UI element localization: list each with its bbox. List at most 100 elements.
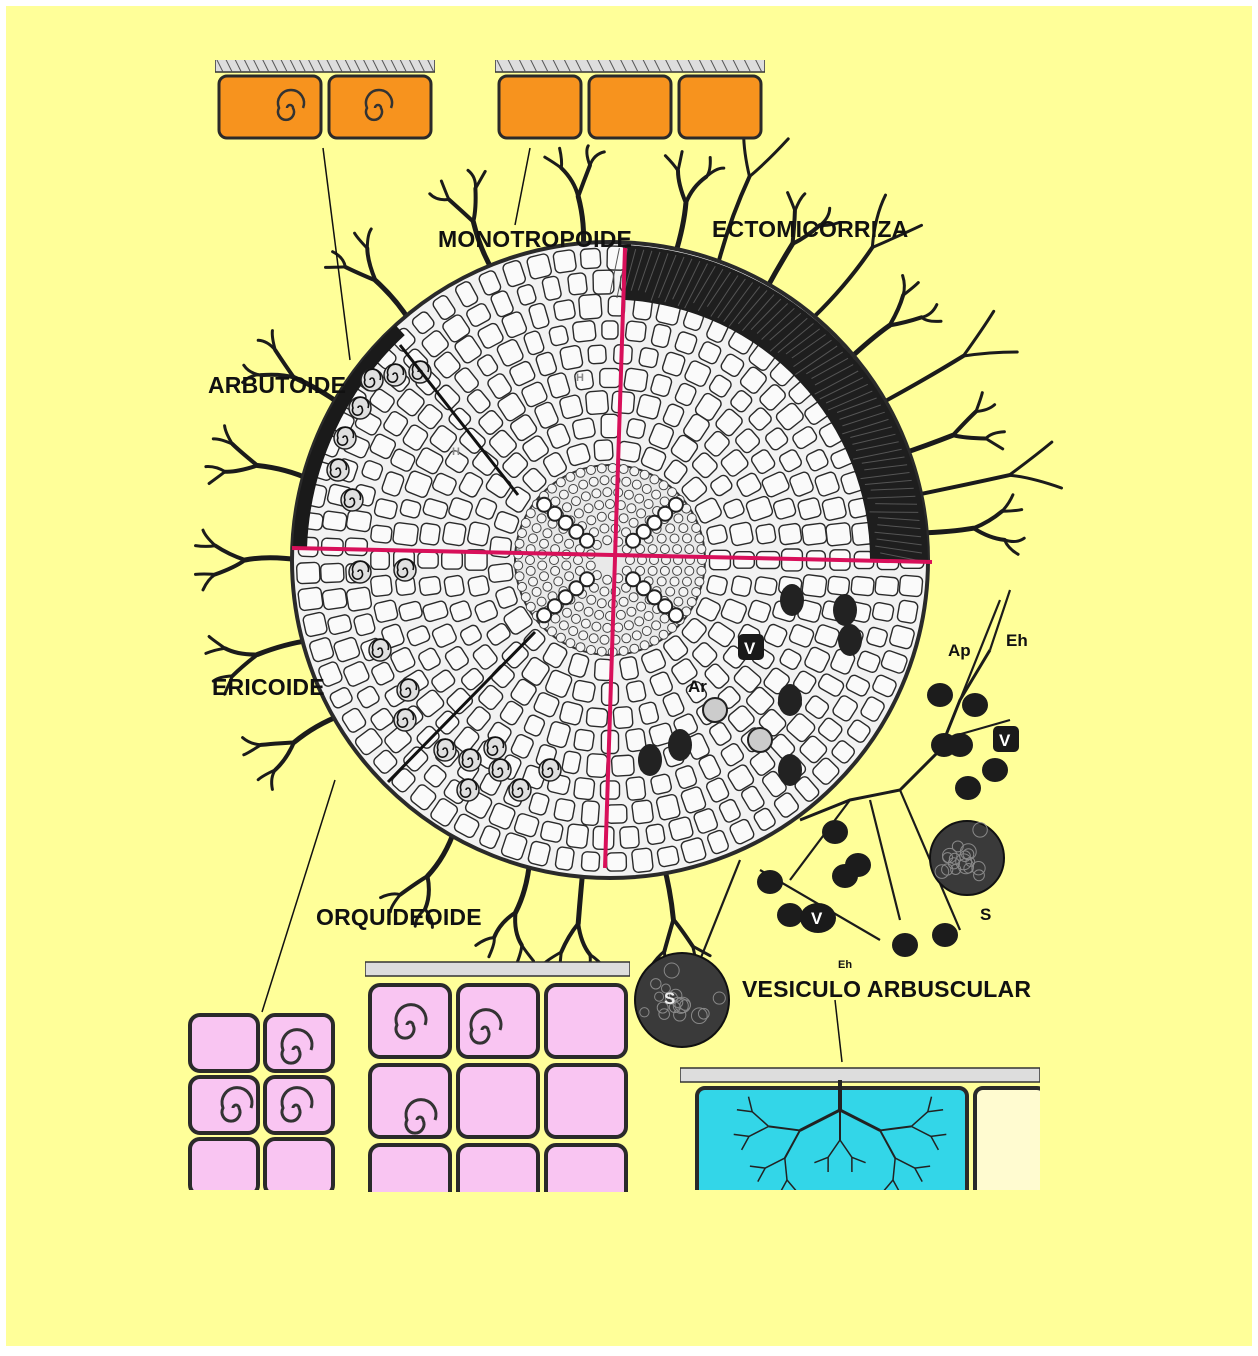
- cortex-cell: [606, 853, 626, 872]
- stele-cell: [659, 630, 668, 639]
- stele-cell: [652, 621, 661, 630]
- coil-cell: [394, 559, 416, 581]
- cortex-cell: [899, 575, 923, 597]
- inset-cell: [458, 1065, 538, 1137]
- stele-cell: [559, 621, 568, 630]
- stele-cell: [674, 597, 683, 606]
- stele-cell: [589, 477, 598, 486]
- coil-cell: [341, 489, 363, 511]
- stele-cell: [614, 623, 623, 632]
- stele-cell: [521, 593, 530, 602]
- stele-cell: [576, 468, 585, 477]
- cortex-cell: [626, 418, 646, 439]
- stele-cell: [563, 608, 572, 617]
- stele-cell: [619, 514, 628, 523]
- coil-cell: [361, 369, 383, 391]
- stele-cell: [606, 500, 615, 509]
- hypha: [196, 546, 216, 547]
- marker-v3: V: [811, 909, 823, 928]
- stele-cell: [697, 566, 706, 575]
- stele-cell: [648, 545, 657, 554]
- stele-cell: [660, 566, 669, 575]
- stele-cell: [537, 514, 546, 523]
- cortex-cell: [419, 576, 442, 596]
- stele-cell: [666, 524, 675, 533]
- stele-cell: [603, 536, 612, 545]
- stele-cell: [630, 644, 639, 653]
- stele-cell: [551, 497, 560, 506]
- stele-cell: [587, 595, 596, 604]
- cortex-cell: [613, 706, 633, 728]
- inset-cell: [265, 1015, 333, 1071]
- stele-cell: [584, 607, 593, 616]
- cortex-cell: [821, 496, 847, 521]
- cortex-cell: [488, 563, 514, 583]
- stele-cell: [624, 490, 633, 499]
- coil-cell: [349, 397, 371, 419]
- stele-cell: [597, 599, 606, 608]
- marker-v1: V: [744, 639, 756, 658]
- stele-cell: [518, 582, 527, 591]
- stele-cell: [622, 634, 631, 643]
- arbuscule-icon: [748, 728, 772, 752]
- cortex-cell: [706, 524, 728, 545]
- cortex-cell: [872, 602, 895, 622]
- mantle-hypha: [875, 504, 917, 505]
- stele-cell: [550, 556, 559, 565]
- coil-cell: [539, 759, 561, 781]
- vesicle-icon: [780, 584, 804, 616]
- stele-cell: [668, 623, 677, 632]
- stele-cell: [595, 501, 604, 510]
- stele-cell: [697, 545, 706, 554]
- coil-cell: [509, 779, 531, 801]
- vesicle-icon: [845, 853, 871, 877]
- vesicle-icon: [833, 594, 857, 626]
- stele-cell: [526, 556, 535, 565]
- inset-cell: [697, 1088, 967, 1198]
- vesicle-icon: [757, 870, 783, 894]
- cortex-cell: [897, 600, 919, 624]
- stele-cell: [592, 622, 601, 631]
- stele-cell: [687, 514, 696, 523]
- stele-cell: [666, 587, 675, 596]
- stele-cell: [603, 623, 612, 632]
- cortex-cell: [572, 320, 596, 342]
- stele-cell: [660, 545, 669, 554]
- cortex-cell: [631, 848, 653, 873]
- hypha: [903, 276, 905, 296]
- stele-cell: [670, 534, 679, 543]
- cortex-cell: [296, 562, 320, 584]
- cortex-cell: [611, 755, 634, 776]
- label-ectomicorriza: ECTOMICORRIZA: [712, 216, 908, 242]
- stele-cell: [592, 489, 601, 498]
- stele-cell: [622, 477, 631, 486]
- stele-cell: [692, 524, 701, 533]
- inset-cell: [679, 76, 761, 138]
- cortex-cell: [567, 273, 587, 296]
- stele-cell: [692, 588, 701, 597]
- stele-cell: [650, 475, 659, 484]
- arbuscule-icon: [703, 698, 727, 722]
- cortex-cell: [636, 394, 662, 420]
- marker-ap: Ap: [948, 641, 971, 660]
- hypha: [473, 189, 475, 222]
- cortex-cell: [731, 575, 753, 597]
- inset-cell: [546, 1065, 626, 1137]
- cortex-cell: [322, 511, 347, 532]
- inset-cell: [546, 985, 626, 1057]
- stele-cell: [572, 497, 581, 506]
- cortex-cell: [668, 816, 694, 841]
- stele-cell: [650, 636, 659, 645]
- vesicle-icon: [668, 729, 692, 761]
- stele-cell: [554, 577, 563, 586]
- stele-cell: [565, 539, 574, 548]
- vesicle-icon: [778, 754, 802, 786]
- cortex-cell: [467, 521, 490, 546]
- coil-cell: [434, 739, 456, 761]
- stele-cell: [572, 614, 581, 623]
- cortex-cell: [585, 390, 608, 414]
- vesicle-icon: [638, 744, 662, 776]
- cortex-cell: [645, 824, 665, 846]
- arbuscular-inset: [680, 1068, 1045, 1198]
